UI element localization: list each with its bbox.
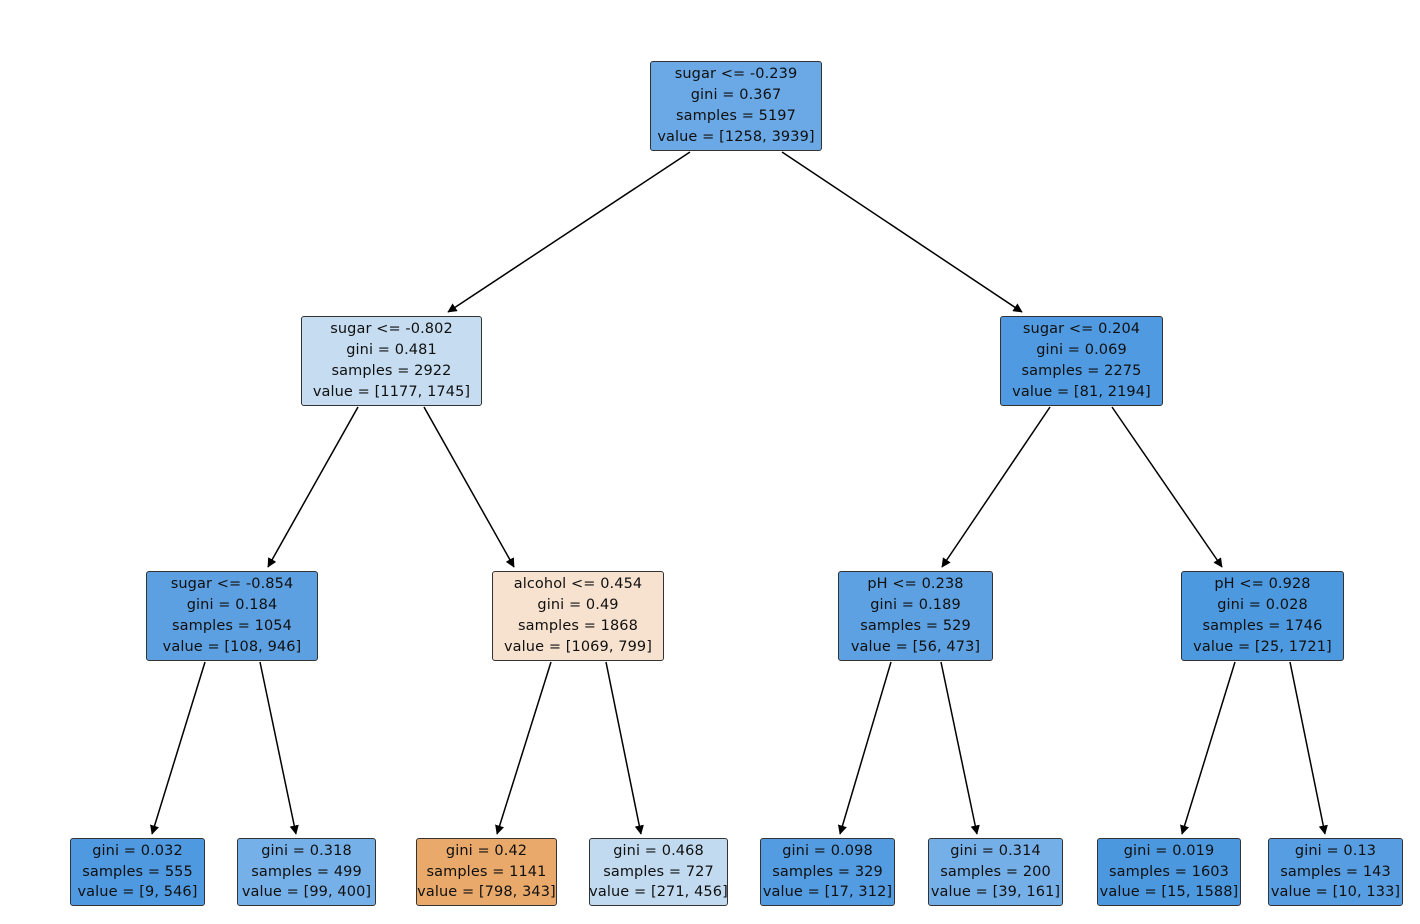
node-value: value = [1177, 1745] xyxy=(312,383,471,400)
node-samples: samples = 555 xyxy=(82,863,193,880)
node-samples: samples = 1746 xyxy=(1202,618,1323,634)
node-condition: sugar <= 0.204 xyxy=(1022,321,1141,338)
node-samples: samples = 1054 xyxy=(172,618,292,634)
tree-edge xyxy=(1111,406,1223,568)
tree-leaf-node: gini = 0.13 samples = 143 value = [10, 133… xyxy=(1268,838,1403,906)
tree-decision-node: alcohol <= 0.454 gini = 0.49 samples = 186… xyxy=(492,571,664,661)
tree-decision-node: sugar <= 0.204 gini = 0.069 samples = 2275… xyxy=(1000,316,1163,406)
tree-edge xyxy=(1289,661,1328,835)
tree-leaf-node: gini = 0.019 samples = 1603 value = [15, 1… xyxy=(1097,838,1241,906)
node-condition: pH <= 0.928 xyxy=(1214,576,1311,593)
node-value: value = [271, 456] xyxy=(589,884,728,901)
node-value: value = [81, 2194] xyxy=(1012,383,1151,400)
node-gini: gini = 0.098 xyxy=(782,842,873,859)
node-gini: gini = 0.49 xyxy=(537,597,619,614)
node-value: value = [798, 343] xyxy=(417,884,556,901)
tree-edge xyxy=(259,661,299,835)
node-condition: sugar <= -0.854 xyxy=(170,576,294,593)
tree-leaf-node: gini = 0.314 samples = 200 value = [39, 16… xyxy=(928,838,1063,906)
tree-edge xyxy=(423,406,515,568)
tree-edge xyxy=(495,661,552,835)
node-value: value = [1258, 3939] xyxy=(657,128,815,145)
node-gini: gini = 0.032 xyxy=(92,842,183,859)
node-samples: samples = 143 xyxy=(1280,863,1391,880)
node-gini: gini = 0.184 xyxy=(186,597,278,614)
tree-decision-node: sugar <= -0.802 gini = 0.481 samples = 292… xyxy=(301,316,482,406)
node-value: value = [39, 161] xyxy=(930,884,1061,901)
tree-edge xyxy=(267,406,359,568)
node-gini: gini = 0.42 xyxy=(445,842,528,859)
tree-edge xyxy=(781,151,1023,313)
node-samples: samples = 1868 xyxy=(518,618,638,634)
tree-decision-node: sugar <= -0.854 gini = 0.184 samples = 105… xyxy=(146,571,318,661)
node-gini: gini = 0.367 xyxy=(690,87,782,104)
node-gini: gini = 0.019 xyxy=(1123,842,1215,859)
node-gini: gini = 0.028 xyxy=(1217,597,1308,614)
node-gini: gini = 0.318 xyxy=(261,842,352,859)
node-samples: samples = 1603 xyxy=(1109,863,1229,880)
node-value: value = [25, 1721] xyxy=(1193,638,1332,655)
node-samples: samples = 529 xyxy=(860,618,971,634)
node-value: value = [15, 1588] xyxy=(1099,884,1239,901)
node-samples: samples = 200 xyxy=(940,863,1051,880)
tree-leaf-node: gini = 0.318 samples = 499 value = [99, 40… xyxy=(237,838,376,906)
node-condition: alcohol <= 0.454 xyxy=(513,576,643,593)
tree-edge xyxy=(1180,661,1236,835)
node-gini: gini = 0.314 xyxy=(950,842,1041,859)
node-gini: gini = 0.13 xyxy=(1294,842,1377,859)
tree-edge xyxy=(941,406,1051,568)
node-gini: gini = 0.468 xyxy=(613,842,704,859)
node-gini: gini = 0.189 xyxy=(870,597,961,614)
node-samples: samples = 499 xyxy=(251,863,362,880)
node-condition: sugar <= -0.239 xyxy=(674,66,798,83)
node-value: value = [17, 312] xyxy=(762,884,893,901)
node-samples: samples = 1141 xyxy=(426,863,547,880)
node-gini: gini = 0.481 xyxy=(346,342,437,359)
node-samples: samples = 727 xyxy=(603,863,714,880)
tree-leaf-node: gini = 0.032 samples = 555 value = [9, 546… xyxy=(70,838,205,906)
node-samples: samples = 329 xyxy=(772,863,883,880)
node-value: value = [9, 546] xyxy=(77,884,198,901)
node-value: value = [56, 473] xyxy=(850,638,981,655)
node-samples: samples = 5197 xyxy=(676,108,796,124)
node-gini: gini = 0.069 xyxy=(1036,342,1127,359)
node-samples: samples = 2275 xyxy=(1021,363,1142,379)
node-condition: pH <= 0.238 xyxy=(867,576,964,593)
node-samples: samples = 2922 xyxy=(331,363,452,379)
tree-edge xyxy=(150,661,206,835)
node-value: value = [108, 946] xyxy=(162,638,302,655)
tree-leaf-node: gini = 0.468 samples = 727 value = [271, 4… xyxy=(589,838,728,906)
tree-decision-node: pH <= 0.238 gini = 0.189 samples = 529 valu… xyxy=(838,571,993,661)
tree-edge xyxy=(837,661,892,835)
node-value: value = [10, 133] xyxy=(1270,884,1401,901)
node-value: value = [1069, 799] xyxy=(504,638,652,655)
tree-leaf-node: gini = 0.098 samples = 329 value = [17, 31… xyxy=(760,838,895,906)
node-condition: sugar <= -0.802 xyxy=(330,321,453,338)
tree-decision-node: sugar <= -0.239 gini = 0.367 samples = 519… xyxy=(650,61,822,151)
tree-decision-node: pH <= 0.928 gini = 0.028 samples = 1746 val… xyxy=(1181,571,1344,661)
tree-edge xyxy=(447,151,691,313)
tree-edge xyxy=(940,661,980,835)
tree-leaf-node: gini = 0.42 samples = 1141 value = [798, 3… xyxy=(416,838,557,906)
tree-edge xyxy=(605,661,644,835)
node-value: value = [99, 400] xyxy=(241,884,372,901)
